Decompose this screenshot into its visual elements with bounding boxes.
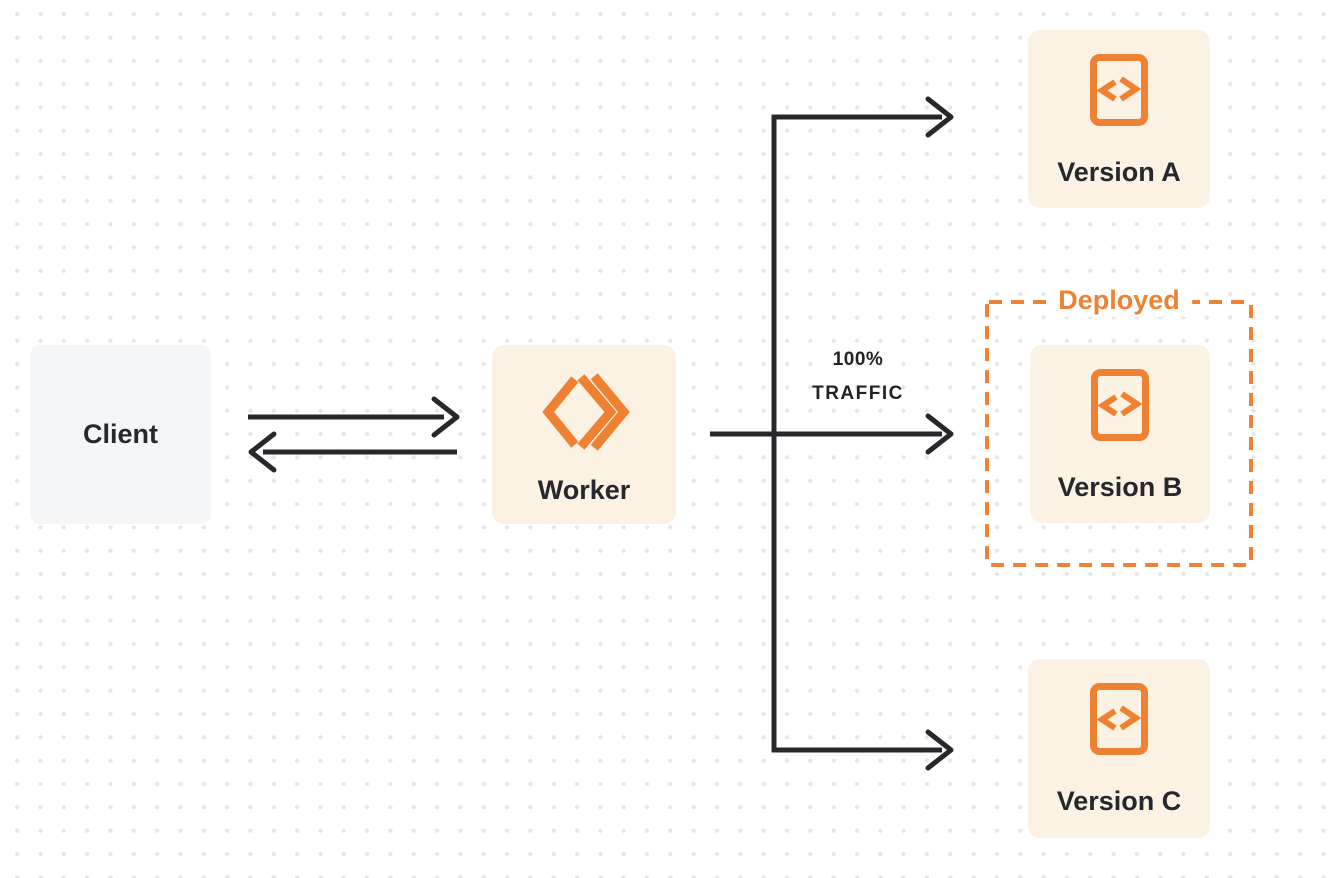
node-version-b: Version B <box>1030 345 1210 523</box>
traffic-word-text: TRAFFIC <box>812 383 904 404</box>
node-version-c: Version C <box>1028 659 1210 838</box>
arrow-worker-to-client <box>248 431 457 473</box>
arrow-worker-to-version-b <box>710 413 954 455</box>
node-version-a: Version A <box>1028 30 1210 208</box>
deployed-group: Deployed <box>985 283 1253 567</box>
code-file-icon <box>1090 54 1148 126</box>
traffic-percent-text: 100% <box>832 349 884 370</box>
edge-label-traffic: 100% TRAFFIC <box>788 350 928 403</box>
branch-trunk-line <box>771 114 942 753</box>
client-label: Client <box>82 419 158 449</box>
node-client: Client <box>30 345 211 524</box>
version-c-label: Version C <box>1056 786 1182 816</box>
arrowhead-version-c <box>925 729 954 771</box>
code-file-icon <box>1091 369 1149 441</box>
cloudflare-workers-icon <box>542 373 630 451</box>
arrow-client-to-worker <box>248 396 460 438</box>
arrowhead-version-a <box>925 96 954 138</box>
version-a-label: Version A <box>1057 157 1181 187</box>
worker-label: Worker <box>537 475 631 505</box>
version-b-label: Version B <box>1057 472 1183 502</box>
deployed-group-label: Deployed <box>1046 283 1192 317</box>
node-worker: Worker <box>492 345 676 524</box>
code-file-icon <box>1090 683 1148 755</box>
